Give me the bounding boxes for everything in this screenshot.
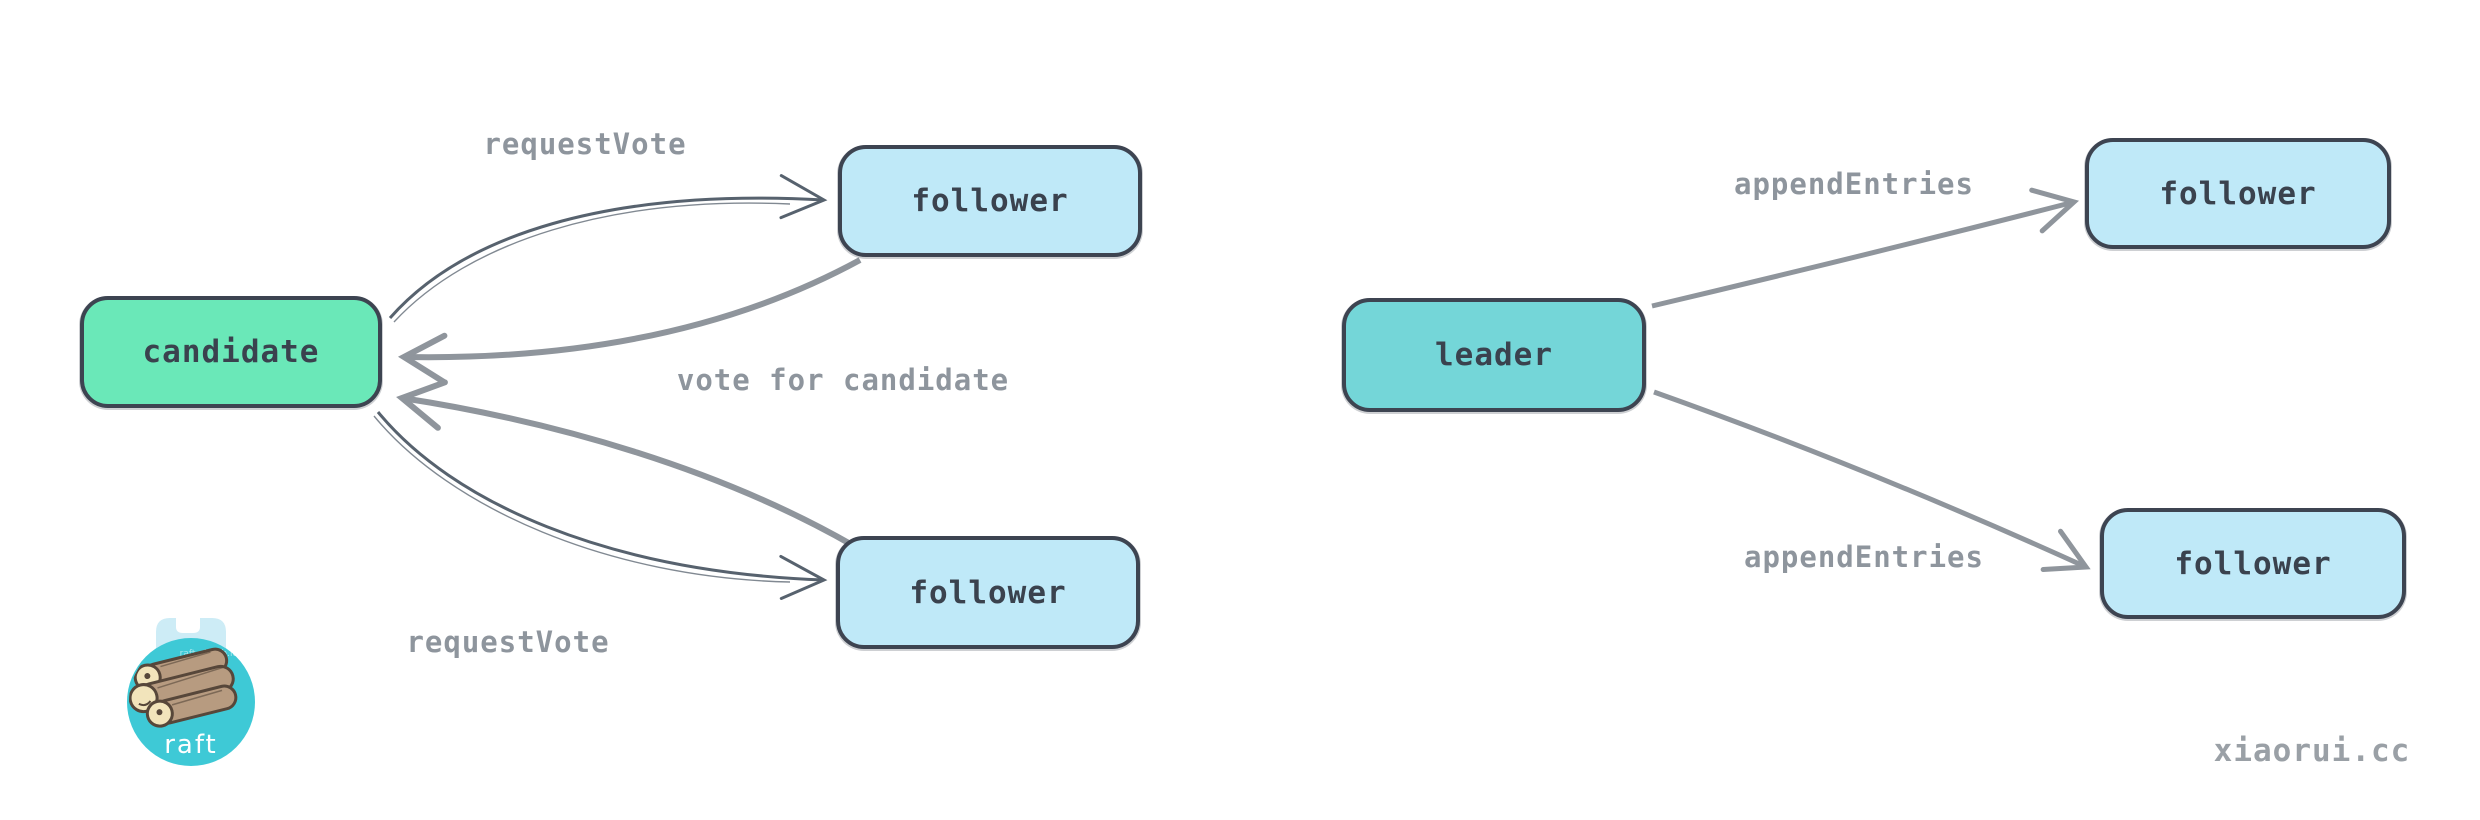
request-vote-arrow-top [388,174,828,319]
request-vote-arrow-bottom [376,411,828,600]
vote-arrow-top [397,257,862,385]
append-entries-label-top: appendEntries [1734,167,1974,201]
raft-logo-logs [128,647,238,728]
raft-logo: raft.github.io raft [127,618,255,766]
leader-node-label: leader [1435,337,1553,373]
append-entries-label-bottom: appendEntries [1744,540,1984,574]
follower-node-top-right: follower [2085,138,2391,249]
request-vote-label-bottom: requestVote [406,625,610,659]
raft-logo-wordmark: raft [164,730,218,760]
follower-node-bottom-left: follower [836,536,1140,649]
candidate-node: candidate [80,296,382,408]
leader-node: leader [1342,298,1646,412]
append-entries-arrow-top [1651,187,2080,309]
request-vote-arrow-top-sketch [393,202,791,323]
request-vote-label-top: requestVote [483,127,687,161]
follower-node-label: follower [911,183,1069,219]
follower-node-bottom-right: follower [2100,508,2406,619]
follower-node-label: follower [2174,545,2332,582]
candidate-node-label: candidate [142,334,320,370]
vote-arrow-bottom [396,379,856,549]
vote-for-candidate-label: vote for candidate [676,363,1010,397]
follower-node-label: follower [2159,175,2317,212]
follower-node-top-left: follower [838,145,1142,257]
request-vote-arrow-bottom-sketch [373,415,791,583]
watermark: xiaorui.cc [2213,733,2411,769]
follower-node-label: follower [909,574,1067,611]
